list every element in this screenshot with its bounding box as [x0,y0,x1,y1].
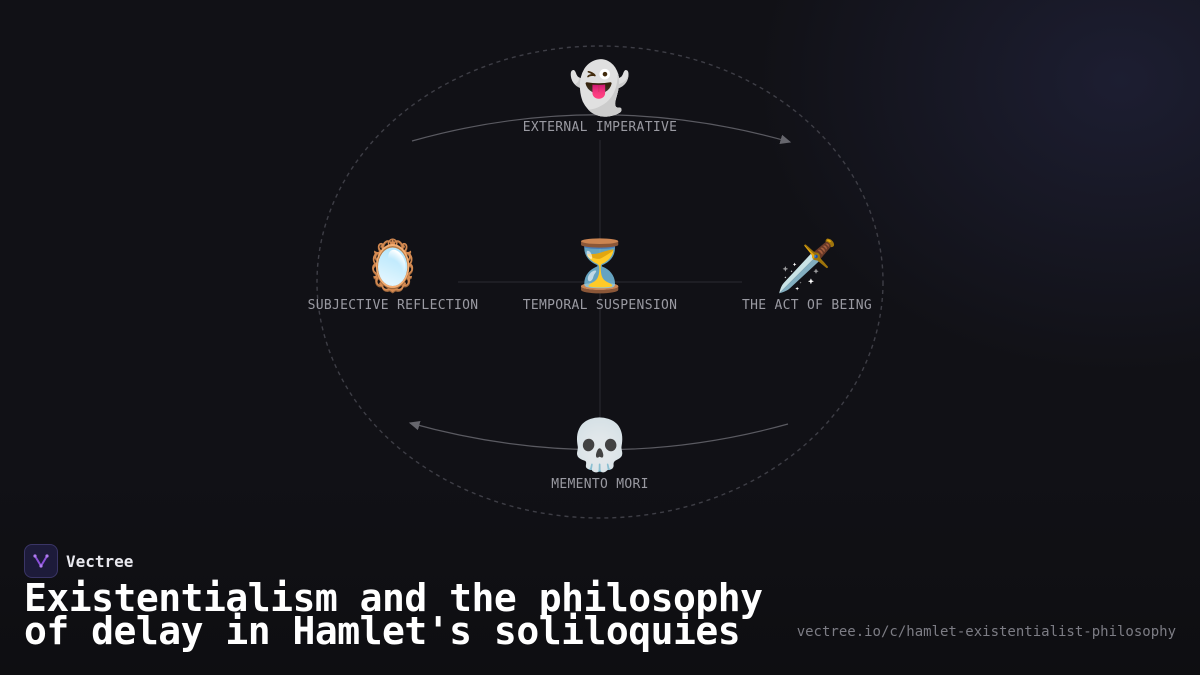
dagger-icon: 🗡️ [775,237,839,295]
ghost-icon: 👻 [568,59,632,117]
title-line-2: of delay in Hamlet's soliloquies [24,609,741,653]
skull-icon: 💀 [568,416,632,474]
mirror-icon: 🪞 [361,237,425,295]
bottom-arc-arrow [408,420,789,451]
diagram-canvas [316,45,884,519]
hourglass-icon: ⏳ [568,237,632,295]
node-the-act-of-being: 🗡️ THE ACT OF BEING [742,236,872,313]
node-label: SUBJECTIVE REFLECTION [307,298,479,313]
page-title: Existentialism and the philosophy of del… [24,576,784,653]
node-label: EXTERNAL IMPERATIVE [522,120,678,135]
node-label: THE ACT OF BEING [741,298,873,313]
node-label: MEMENTO MORI [551,477,649,492]
boundary-ellipse [316,45,884,519]
node-memento-mori: 💀 MEMENTO MORI [551,415,649,492]
brand-name: Vectree [66,551,134,571]
top-arc-arrow [411,114,792,144]
title-line-1: Existentialism and the philosophy [24,576,763,620]
node-temporal-suspension: ⏳ TEMPORAL SUSPENSION [523,236,677,313]
node-label: TEMPORAL SUSPENSION [522,298,678,313]
node-external-imperative: 👻 EXTERNAL IMPERATIVE [523,58,677,135]
node-subjective-reflection: 🪞 SUBJECTIVE REFLECTION [308,236,479,313]
vectree-logo-icon [24,544,58,578]
source-url: vectree.io/c/hamlet-existentialist-philo… [796,624,1176,640]
brand: Vectree [24,544,133,578]
